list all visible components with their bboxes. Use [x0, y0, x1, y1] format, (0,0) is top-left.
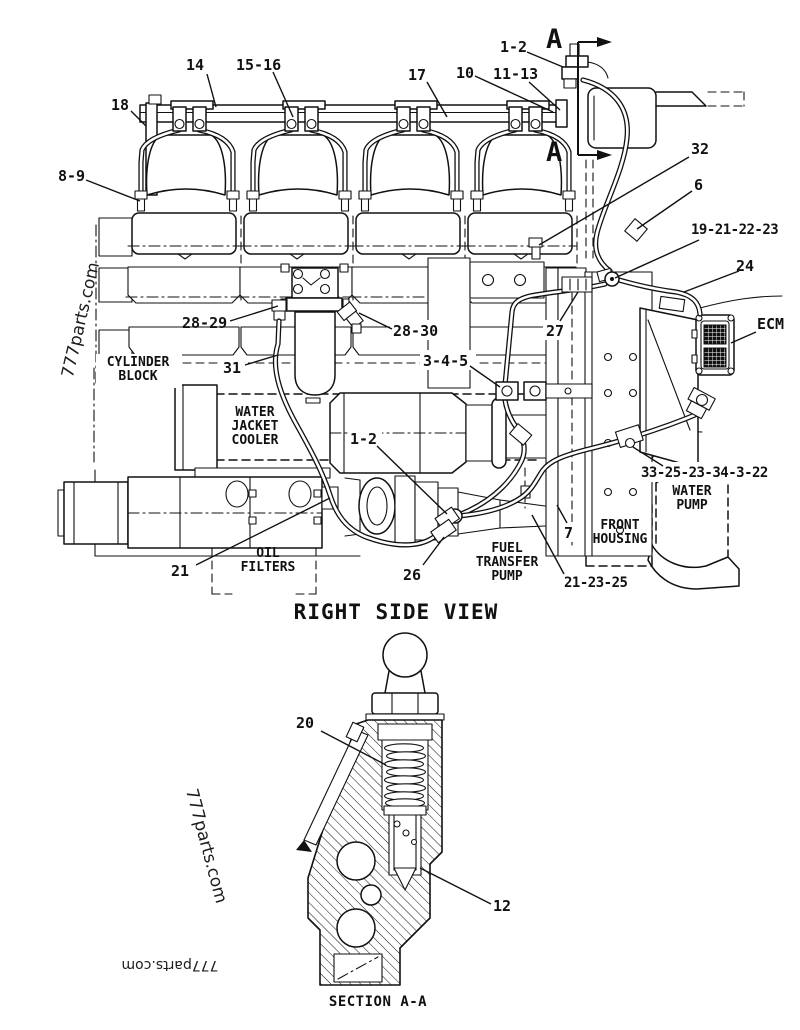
callout-11-13: 11-13	[493, 65, 539, 83]
callout-14: 14	[186, 56, 205, 74]
callout-15-16: 15-16	[236, 56, 282, 74]
label-ecm: ECM	[757, 315, 785, 333]
oil-filters	[57, 467, 339, 595]
callout-20: 20	[296, 714, 315, 732]
priming-pump	[561, 43, 745, 274]
label-backings	[96, 320, 786, 542]
callout-28-29: 28-29	[182, 314, 228, 332]
callout-21: 21	[171, 562, 190, 580]
engine-right-side-view	[57, 37, 786, 595]
section-marker-a-bottom: A	[546, 137, 563, 168]
label-front-housing: FRONT HOUSING	[592, 518, 648, 548]
section-marker-a-top: A	[546, 24, 563, 55]
callout-10: 10	[456, 64, 475, 82]
callout-6: 6	[694, 176, 704, 194]
section-cut-line	[577, 37, 612, 160]
callout-18: 18	[111, 96, 130, 114]
callout-32: 32	[691, 140, 710, 158]
leader-lines	[85, 51, 757, 575]
callout-8-9: 8-9	[58, 167, 86, 185]
callout-28-30: 28-30	[393, 322, 439, 340]
fuel-transfer-pump	[344, 467, 546, 547]
callout-7: 7	[564, 524, 574, 542]
callout-17: 17	[408, 66, 427, 84]
label-water-jacket-cooler: WATER JACKET COOLER	[231, 405, 279, 449]
callout-1-2-top: 1-2	[500, 38, 528, 56]
callout-24: 24	[736, 257, 755, 275]
callout-12: 12	[493, 897, 512, 915]
ecm-connector	[691, 314, 735, 376]
callout-3-4-5: 3-4-5	[423, 352, 469, 370]
callout-27: 27	[546, 322, 565, 340]
section-title: SECTION A-A	[328, 994, 428, 1010]
callout-21-23-25: 21-23-25	[564, 575, 628, 591]
label-cylinder-block: CYLINDER BLOCK	[106, 355, 170, 385]
label-oil-filters: OIL FILTERS	[240, 546, 296, 576]
callout-31: 31	[223, 359, 242, 377]
callout-19-21-22-23: 19-21-22-23	[691, 222, 779, 238]
section-a-a-drawing	[296, 632, 492, 986]
callout-26: 26	[403, 566, 422, 584]
callout-33-25-23-34-3-22: 33-25-23-34-3-22	[641, 465, 768, 481]
label-water-pump: WATER PUMP	[672, 484, 712, 514]
ecm-module	[584, 271, 783, 557]
label-fuel-transfer-pump: FUEL TRANSFER PUMP	[475, 541, 539, 585]
fittings	[430, 218, 716, 544]
rear-machinery	[427, 257, 545, 389]
watermark-bottom: 777parts.com	[121, 957, 219, 973]
fuel-filter	[271, 263, 364, 404]
callout-1-2-mid: 1-2	[350, 430, 378, 448]
view-title: RIGHT SIDE VIEW	[293, 600, 499, 624]
